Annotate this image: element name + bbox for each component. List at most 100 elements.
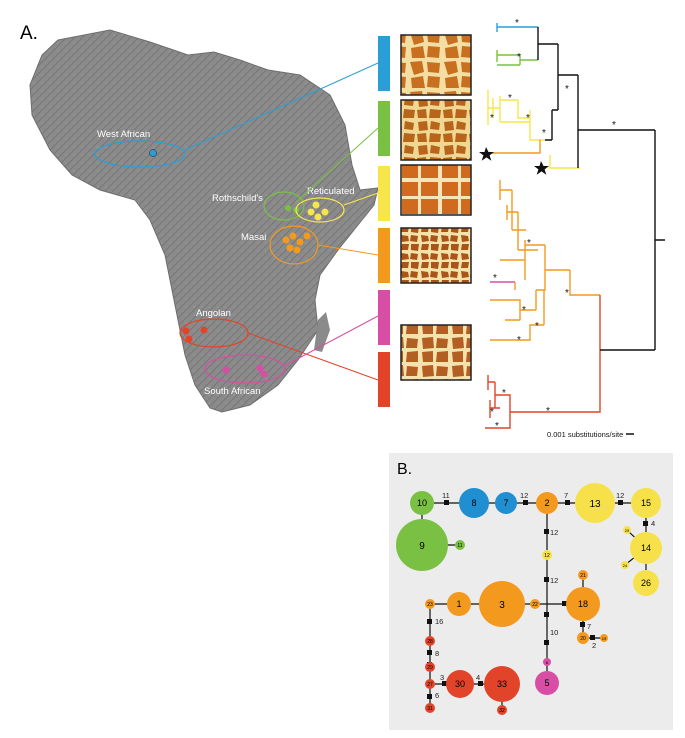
rothschild-range: [263, 191, 305, 221]
region-label-south-african: South African: [204, 386, 261, 397]
haplotype-node: 3: [479, 581, 525, 627]
madagascar: [314, 312, 330, 352]
svg-text:31: 31: [427, 706, 433, 712]
clade-bar-west-african: [378, 36, 390, 91]
svg-text:11: 11: [442, 491, 450, 500]
svg-text:3: 3: [440, 673, 444, 682]
connector-rothschild: [294, 127, 379, 204]
masai-sample: [282, 236, 290, 244]
support-marker: *: [546, 406, 550, 417]
haplotype-node: 12: [542, 550, 552, 560]
haplotype-node: 21: [578, 570, 588, 580]
haplotype-node: 33: [484, 666, 520, 702]
clade-bar-rothschild: [378, 101, 390, 156]
south-african-sample: [260, 370, 268, 378]
svg-text:10: 10: [417, 498, 427, 508]
support-marker: *: [526, 113, 530, 124]
west-african-range: [94, 140, 186, 168]
svg-text:9: 9: [419, 541, 425, 552]
masai-sample: [296, 238, 304, 246]
svg-text:22: 22: [532, 602, 538, 608]
coat-pattern-southern: [400, 324, 472, 381]
haplotype-nodes: 10 9 11 8 7 2 13 15 14 26 25 24 12 1 3 2…: [396, 483, 662, 715]
haplotype-node: 19: [600, 634, 608, 642]
africa-map: [29, 29, 379, 413]
svg-text:7: 7: [503, 498, 508, 508]
haplotype-node: 13: [575, 483, 615, 523]
svg-text:12: 12: [550, 528, 558, 537]
support-marker: *: [508, 93, 512, 104]
connector-angolan: [247, 332, 379, 381]
west-african-sample: [149, 149, 157, 157]
masai-sample: [286, 244, 294, 252]
svg-text:12: 12: [550, 576, 558, 585]
svg-text:30: 30: [455, 679, 465, 689]
svg-text:29: 29: [427, 665, 433, 671]
support-marker: *: [502, 388, 506, 399]
svg-text:15: 15: [641, 498, 651, 508]
reticulated-sample: [307, 208, 315, 216]
svg-text:28: 28: [427, 639, 433, 645]
svg-text:23: 23: [427, 602, 433, 608]
svg-text:19: 19: [602, 636, 607, 641]
haplotype-node: 29: [425, 662, 435, 672]
support-marker: *: [495, 421, 499, 432]
support-marker: *: [493, 273, 497, 284]
support-marker: *: [535, 321, 539, 332]
svg-text:33: 33: [497, 679, 507, 689]
haplotype-node: 6: [543, 658, 551, 666]
masai-sample: [303, 232, 311, 240]
svg-text:1: 1: [456, 599, 461, 609]
support-marker: *: [490, 113, 494, 124]
haplotype-node: 5: [535, 671, 559, 695]
svg-text:2: 2: [592, 641, 596, 650]
haplotype-node: 15: [631, 488, 661, 518]
support-marker: *: [517, 52, 521, 63]
support-marker: *: [515, 18, 519, 29]
south-african-sample: [256, 364, 264, 372]
svg-text:27: 27: [427, 682, 433, 688]
svg-text:14: 14: [641, 543, 651, 553]
angolan-sample: [200, 326, 208, 334]
svg-text:12: 12: [520, 491, 528, 500]
haplotype-node: 9: [396, 519, 448, 571]
support-marker: *: [527, 238, 531, 249]
haplotype-node: 7: [495, 492, 517, 514]
haplotype-node: 25: [623, 526, 631, 534]
svg-text:6: 6: [435, 691, 439, 700]
clade-bar-south-african: [378, 290, 390, 345]
haplotype-node: 1: [447, 592, 471, 616]
connector-west-african: [184, 62, 379, 151]
svg-text:5: 5: [544, 678, 549, 688]
svg-text:25: 25: [625, 528, 630, 533]
svg-text:11: 11: [457, 543, 462, 549]
phylogenetic-tree: [479, 23, 665, 429]
support-marker: *: [612, 120, 616, 131]
haplotype-node: 20: [577, 632, 589, 644]
reticulated-sample: [314, 213, 322, 221]
connector-masai: [317, 244, 379, 256]
region-label-angolan: Angolan: [196, 308, 231, 319]
haplotype-node: 30: [446, 670, 474, 698]
support-markers: * * * * * * * * * * * * * * * * * *: [490, 18, 616, 432]
coat-pattern-masai: [400, 227, 472, 284]
region-label-masai: Masai: [241, 232, 266, 243]
haplotype-node: 10: [410, 491, 434, 515]
masai-sample: [289, 232, 297, 240]
scale-bar-label: 0.001 substitutions/site: [547, 430, 623, 439]
south-african-sample: [222, 366, 230, 374]
reticulated-sample: [312, 201, 320, 209]
clade-bar-masai: [378, 228, 390, 283]
svg-text:8: 8: [471, 498, 476, 508]
connector-reticulated: [343, 192, 379, 206]
reticulated-sample: [321, 208, 329, 216]
svg-text:7: 7: [587, 622, 591, 631]
svg-text:12: 12: [616, 491, 624, 500]
svg-text:32: 32: [499, 708, 505, 714]
svg-text:3: 3: [499, 600, 505, 611]
support-marker: *: [517, 335, 521, 346]
region-label-reticulated: Reticulated: [307, 186, 355, 197]
svg-text:18: 18: [578, 599, 588, 609]
panel-b-label: B.: [397, 461, 412, 478]
